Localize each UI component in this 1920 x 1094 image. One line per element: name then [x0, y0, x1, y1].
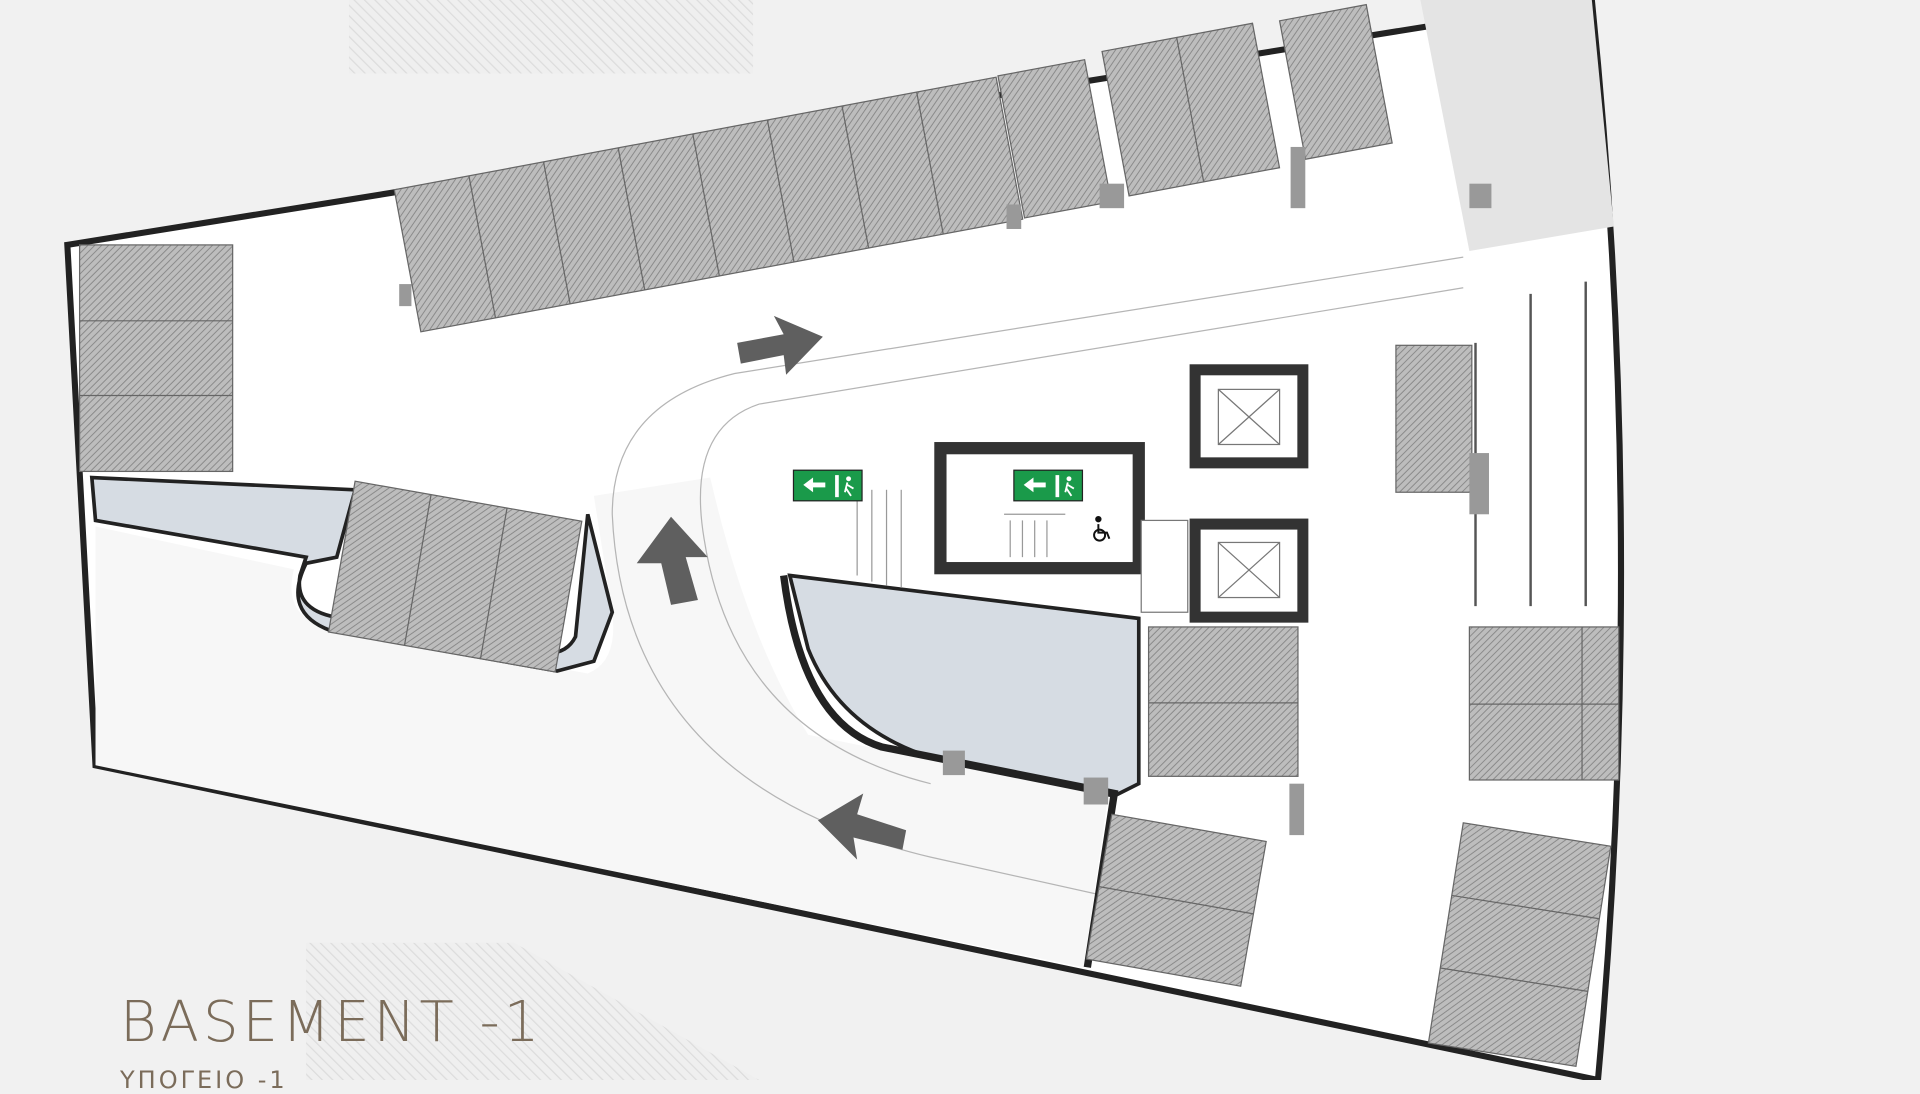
- ramp-area: [1420, 0, 1614, 252]
- parking-right-block: [1468, 626, 1620, 781]
- direction-arrow-icon: [737, 315, 823, 375]
- parking-row-top: [393, 76, 1024, 333]
- parking-center: [1147, 626, 1299, 777]
- background-hatch: [348, 0, 754, 74]
- lower-ramp: [95, 477, 1109, 968]
- background-hatch: [306, 942, 760, 1080]
- parking-bottom-right: [1427, 822, 1612, 1068]
- floor-subtitle: ΥΠΟΓΕΙΟ -1: [120, 1066, 288, 1094]
- storage-wall: [780, 575, 1119, 968]
- parking-row-top: [1101, 22, 1281, 197]
- parking-bottom: [1085, 813, 1267, 987]
- elevator-icon: [1189, 518, 1309, 623]
- shaft: [1140, 519, 1189, 613]
- pillars: [399, 146, 1492, 836]
- wheelchair-icon: [1093, 516, 1111, 542]
- parking-row-middle: [327, 480, 583, 673]
- stair-core: [934, 442, 1145, 575]
- storage-left: [89, 475, 615, 673]
- floor-title: BASEMENT -1: [120, 990, 544, 1055]
- exit-sign-icon: [792, 469, 863, 502]
- lane-line: [611, 256, 1464, 895]
- elevator-icon: [1189, 364, 1309, 469]
- parking-right-column: [1395, 344, 1473, 493]
- direction-arrow-icon: [636, 516, 708, 605]
- exit-sign-icon: [1013, 469, 1084, 502]
- parking-row-left: [78, 244, 234, 473]
- parking-row-top: [997, 58, 1112, 219]
- stairs-icon: [856, 489, 1066, 588]
- parking-row-top: [1278, 3, 1393, 160]
- lane-line: [699, 287, 1464, 785]
- direction-arrow-icon: [817, 793, 907, 860]
